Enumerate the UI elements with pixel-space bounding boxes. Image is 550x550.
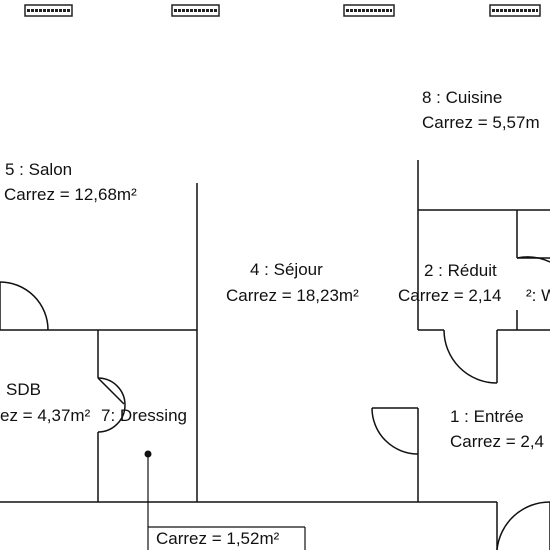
room-label-sejour: 4 : Séjour	[250, 260, 323, 279]
room-area-dressing: Carrez = 1,52m²	[154, 529, 282, 549]
room-area-sejour: Carrez = 18,23m²	[226, 286, 359, 305]
top-windows	[24, 4, 541, 17]
door-salon	[0, 281, 49, 331]
door-reduit	[443, 329, 498, 384]
window-1	[24, 4, 73, 17]
room-label-cuisine: 8 : Cuisine	[422, 88, 503, 107]
room-label-dressing: 7: Dressing	[101, 406, 187, 425]
door-dressing	[97, 377, 126, 433]
window-3	[343, 4, 395, 17]
room-label-reduit: 2 : Réduit	[424, 261, 497, 280]
room-label-wc-partial: ²: W	[526, 286, 550, 305]
door-entree	[371, 407, 419, 455]
room-area-sdb: ez = 4,37m²	[0, 406, 91, 425]
room-area-reduit: Carrez = 2,14	[398, 286, 502, 305]
window-2	[171, 4, 220, 17]
door-swings	[0, 256, 550, 550]
window-4	[489, 4, 541, 17]
room-area-salon: Carrez = 12,68m²	[4, 185, 137, 204]
room-label-salon: 5 : Salon	[5, 160, 73, 179]
room-label-sdb: SDB	[6, 380, 41, 399]
dressing-leader	[144, 450, 306, 550]
walls	[0, 160, 550, 550]
room-area-cuisine: Carrez = 5,57m	[422, 113, 540, 132]
door-bottom-right	[496, 501, 550, 550]
room-label-entree: 1 : Entrée	[450, 407, 524, 426]
room-area-entree: Carrez = 2,4	[450, 432, 545, 451]
